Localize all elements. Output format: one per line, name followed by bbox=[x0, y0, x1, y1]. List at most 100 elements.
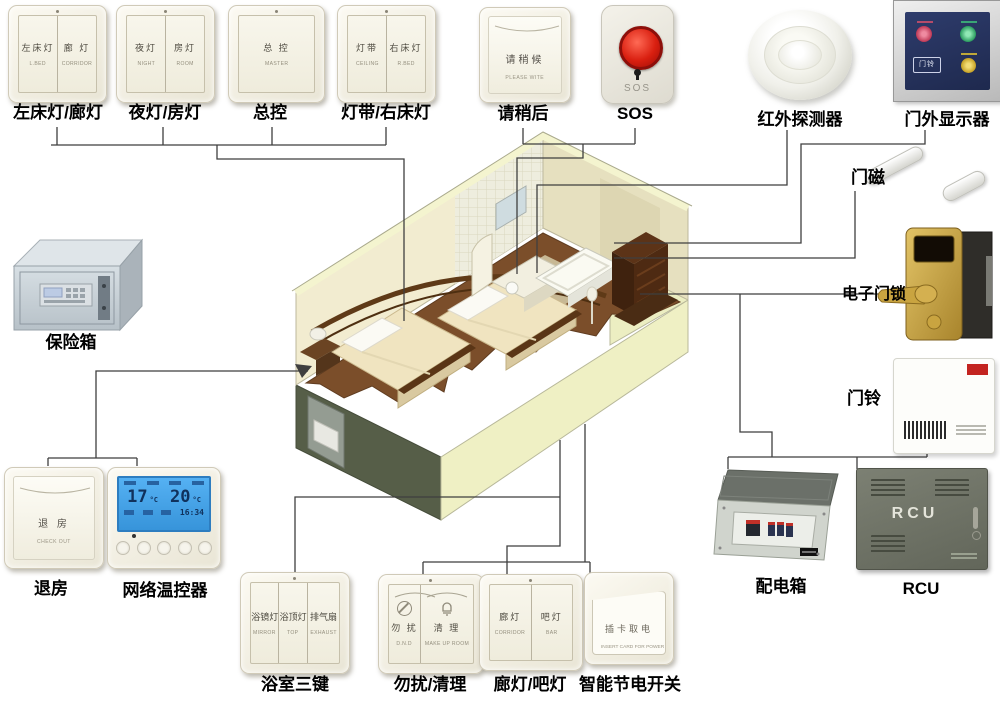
wire-top-switch-bus bbox=[51, 127, 405, 321]
key-label-cn: 左床灯 bbox=[21, 43, 55, 53]
door-lock-image bbox=[877, 227, 993, 341]
thermostat-buttons bbox=[116, 541, 212, 555]
key-master: 总 控 MASTER bbox=[239, 16, 314, 92]
switch-strip-rbed: 灯带 CEILING 右床灯 R.BED bbox=[337, 5, 436, 103]
card-slot-wave bbox=[19, 487, 91, 494]
caption-strip-rbed: 灯带/右床灯 bbox=[341, 103, 431, 122]
caption-sos: SOS bbox=[617, 104, 653, 123]
safe-box-image bbox=[12, 238, 144, 332]
caption-keycard-power: 智能节电开关 bbox=[579, 675, 681, 694]
key-rbed: 右床灯 R.BED bbox=[386, 16, 425, 92]
key-lbed: 左床灯 L.BED bbox=[19, 16, 57, 92]
key-label-en: BAR bbox=[545, 629, 558, 636]
bathroom-three-key-switch: 浴镜灯 MIRROR 浴顶灯 TOP 排气扇 EXHAUST bbox=[240, 572, 350, 674]
caption-master: 总控 bbox=[253, 103, 287, 122]
wire-door-display bbox=[614, 130, 926, 244]
key-label-en: MASTER bbox=[264, 61, 289, 67]
key-label-cn: 排气扇 bbox=[309, 612, 337, 622]
distribution-box-image bbox=[713, 469, 839, 561]
caption-lbed-corridor: 左床灯/廊灯 bbox=[13, 103, 103, 122]
switch-night-room: 夜灯 NIGHT 房灯 ROOM bbox=[116, 5, 215, 103]
sos-text: SOS bbox=[623, 83, 652, 94]
caption-pir: 红外探测器 bbox=[757, 110, 843, 129]
screw-dot bbox=[163, 10, 167, 13]
key-label-en: L.BED bbox=[29, 61, 47, 67]
rcu-text: RCU bbox=[891, 505, 939, 522]
status-led bbox=[132, 534, 136, 538]
room-temp-value: 17 bbox=[127, 487, 148, 507]
card-slot-wave bbox=[494, 25, 560, 32]
clean-icon bbox=[442, 602, 452, 616]
key-label-en: NIGHT bbox=[137, 61, 155, 67]
room-3d-rendering bbox=[291, 131, 693, 521]
keycard-power-switch: 插卡取电 INSERT CARD FOR POWER bbox=[584, 572, 674, 665]
checkout-text-en: CHECK OUT bbox=[37, 539, 71, 545]
screw-dot bbox=[384, 10, 388, 13]
pir-ring bbox=[764, 26, 836, 84]
connector-wires bbox=[47, 127, 928, 583]
pir-detector-dome bbox=[748, 10, 852, 100]
key-dnd: 勿 扰 D.N.D bbox=[389, 585, 436, 663]
door-display-panel: 门铃 bbox=[893, 0, 1000, 102]
caption-night-room: 夜灯/房灯 bbox=[128, 103, 202, 122]
key-exhaust-fan: 排气扇 EXHAUST bbox=[306, 583, 339, 663]
key-bar-light: 吧灯 BAR bbox=[530, 585, 573, 660]
key-corridor-light: 廊灯 CORRIDOR bbox=[490, 585, 531, 660]
wire-door-magnet bbox=[614, 191, 856, 259]
door-display-screen: 门铃 bbox=[905, 12, 990, 90]
caption-checkout: 退房 bbox=[34, 579, 68, 598]
key-label-en: MAKE UP ROOM bbox=[424, 641, 470, 647]
lcd-status-row bbox=[119, 481, 209, 485]
screw-dot bbox=[274, 10, 278, 13]
switch-master: 总 控 MASTER bbox=[228, 5, 325, 103]
brand-tag bbox=[967, 364, 988, 375]
key-room: 房灯 ROOM bbox=[165, 16, 204, 92]
key-label-cn: 勿 扰 bbox=[391, 623, 418, 633]
corridor-bar-switch: 廊灯 CORRIDOR 吧灯 BAR bbox=[479, 574, 583, 671]
keycard-text-en: INSERT CARD FOR POWER bbox=[600, 644, 665, 650]
key-label-cn: 清 理 bbox=[433, 623, 461, 633]
wait-tag bbox=[961, 53, 977, 55]
key-wave bbox=[426, 592, 468, 598]
doorbell-key: 门铃 bbox=[913, 57, 941, 73]
key-label-cn: 浴顶灯 bbox=[279, 612, 307, 622]
card-face: 请稍候 PLEASE WITE bbox=[488, 16, 562, 94]
thermostat-panel: 17 °C 20 °C 16:34 bbox=[107, 467, 221, 569]
key-label-cn: 夜灯 bbox=[134, 43, 157, 53]
key-corridor: 廊 灯 CORRIDOR bbox=[57, 16, 96, 92]
key-night: 夜灯 NIGHT bbox=[127, 16, 165, 92]
clock-value: 16:34 bbox=[179, 508, 204, 517]
key-label-cn: 廊 灯 bbox=[63, 43, 91, 53]
key-label-en: ROOM bbox=[176, 61, 194, 67]
sos-panel: SOS bbox=[601, 5, 674, 104]
key-label-cn: 浴镜灯 bbox=[251, 612, 279, 622]
clean-icon bbox=[960, 26, 976, 42]
keycard-text-cn: 插卡取电 bbox=[604, 624, 653, 634]
caption-bathroom-three-key: 浴室三键 bbox=[261, 675, 329, 694]
dnd-clean-switch: 勿 扰 D.N.D 清 理 MAKE UP ROOM bbox=[378, 574, 484, 674]
checkout-text-cn: 退 房 bbox=[38, 519, 70, 530]
key-mirror-light: 浴镜灯 MIRROR bbox=[251, 583, 278, 663]
screw-dot bbox=[293, 577, 296, 580]
key-label-cn: 灯带 bbox=[355, 43, 378, 53]
set-temp-value: 20 bbox=[170, 487, 191, 507]
dnd-icon bbox=[396, 601, 412, 616]
wait-card-text-cn: 请稍候 bbox=[505, 55, 545, 66]
key-label-cn: 吧灯 bbox=[540, 611, 563, 622]
sos-red-button bbox=[618, 26, 663, 70]
key-label-en: TOP bbox=[287, 630, 299, 636]
temp-unit: °C bbox=[149, 496, 158, 504]
key-label-cn: 房灯 bbox=[173, 43, 196, 53]
switch-lbed-corridor: 左床灯 L.BED 廊 灯 CORRIDOR bbox=[8, 5, 107, 103]
vent-slots bbox=[871, 535, 905, 553]
caption-rcu: RCU bbox=[902, 579, 940, 598]
wire-power-rcu-doorbell bbox=[727, 294, 928, 469]
fine-print bbox=[956, 423, 986, 435]
screw-dot bbox=[55, 10, 59, 13]
caption-thermostat: 网络温控器 bbox=[122, 581, 208, 600]
caption-dnd-clean: 勿扰/清理 bbox=[393, 675, 467, 694]
caption-please-wait: 请稍后 bbox=[497, 104, 549, 123]
key-label-en: CEILING bbox=[355, 61, 379, 67]
wire-pir bbox=[536, 130, 788, 273]
